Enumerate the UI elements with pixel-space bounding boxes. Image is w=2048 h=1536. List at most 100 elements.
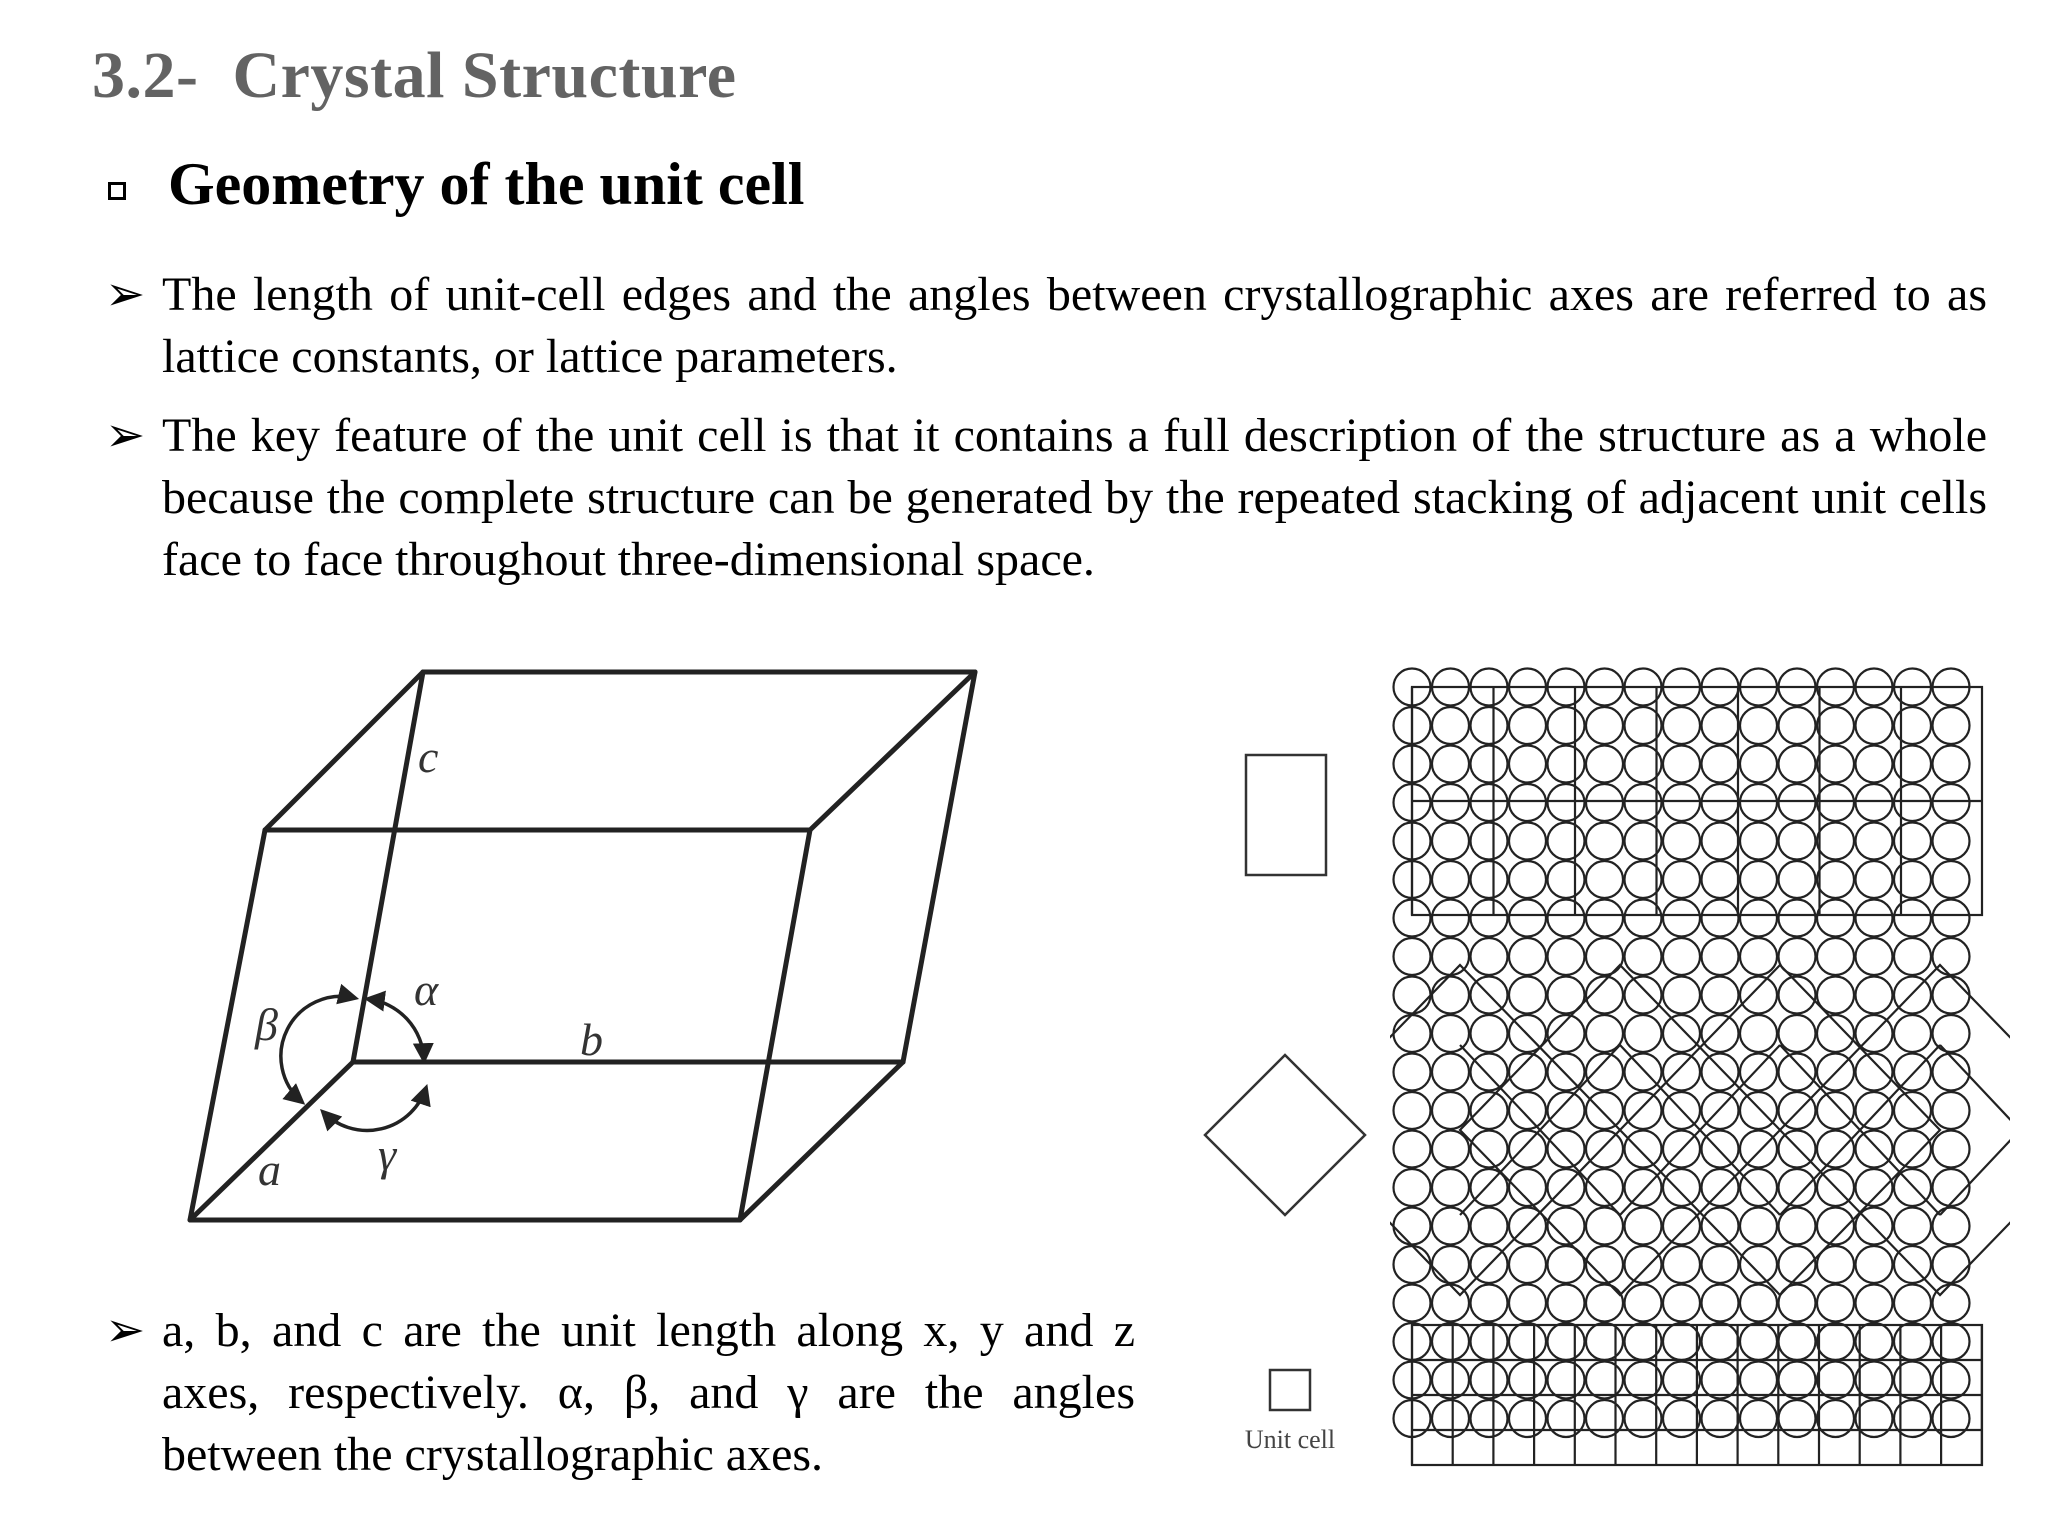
atom-circle	[1738, 936, 1779, 977]
atom-circle	[1931, 782, 1971, 823]
atom-circle	[1623, 821, 1663, 861]
slide-title: 3.2- Crystal Structure	[92, 39, 737, 112]
atom-circle	[1392, 1206, 1432, 1246]
atom-circle	[1392, 1244, 1432, 1285]
atom-circle	[1469, 705, 1509, 746]
atom-circle	[1546, 898, 1586, 938]
atom-circle	[1584, 744, 1625, 784]
atom-circle	[1623, 1283, 1663, 1323]
unit-cell-caption: Unit cell	[1245, 1425, 1335, 1454]
atom-circle	[1854, 1090, 1894, 1131]
atom-circle	[1469, 1052, 1509, 1092]
atom-circle	[1815, 1129, 1856, 1169]
atom-circle	[1507, 1013, 1548, 1054]
atom-circle	[1931, 898, 1971, 938]
atom-circle	[1430, 1052, 1471, 1092]
atom-circle	[1777, 782, 1817, 823]
atom-circle	[1661, 1244, 1702, 1285]
atom-circle	[1584, 936, 1625, 977]
atom-circle	[1738, 821, 1779, 861]
atom-circle	[1469, 1167, 1509, 1208]
atom-circle	[1815, 1321, 1856, 1362]
atom-circle	[1815, 1398, 1856, 1439]
atom-circle	[1507, 1321, 1548, 1362]
atom-circle	[1738, 1244, 1779, 1285]
atom-circle	[1507, 1398, 1548, 1439]
atom-circle	[1854, 1052, 1894, 1092]
atom-circle	[1854, 1360, 1894, 1400]
diamond-unit-cell	[1203, 1053, 1367, 1217]
atom-circle	[1815, 936, 1856, 977]
atom-circle	[1815, 705, 1856, 746]
atom-circle	[1623, 1167, 1663, 1208]
atom-circle	[1623, 1360, 1663, 1400]
atom-circle	[1469, 1090, 1509, 1131]
atom-circle	[1661, 705, 1702, 746]
atom-circle	[1584, 898, 1625, 938]
atom-circle	[1469, 1321, 1509, 1362]
atom-circle	[1584, 1129, 1625, 1169]
diamond-cell-line	[1779, 1044, 1941, 1216]
atom-circle	[1507, 975, 1548, 1015]
atom-circle	[1931, 1321, 1971, 1362]
atom-circle	[1700, 1360, 1740, 1400]
atom-circle	[1931, 1167, 1971, 1208]
atom-circle	[1777, 821, 1817, 861]
atom-circle	[1507, 1283, 1548, 1323]
atom-circle	[1815, 859, 1856, 900]
atom-circle	[1584, 705, 1625, 746]
atom-circle	[1815, 1052, 1856, 1092]
atom-circle	[1700, 1321, 1740, 1362]
atom-circle	[1700, 1090, 1740, 1131]
atom-circle	[1700, 744, 1740, 784]
atom-circle	[1430, 1321, 1471, 1362]
atom-circle	[1777, 898, 1817, 938]
diamond-cell-line	[1619, 1044, 1781, 1216]
atom-circle	[1931, 1206, 1971, 1246]
atom-circle	[1777, 936, 1817, 977]
atom-circle	[1815, 1360, 1856, 1400]
atom-circle	[1892, 898, 1933, 938]
atom-circle	[1700, 782, 1740, 823]
atom-circle	[1892, 1090, 1933, 1131]
atom-circle	[1815, 1013, 1856, 1054]
atom-circle	[1507, 705, 1548, 746]
checkbox-bullet-icon	[108, 181, 126, 200]
atom-circle	[1392, 975, 1432, 1015]
atom-circle	[1892, 975, 1933, 1015]
atom-circle	[1700, 1167, 1740, 1208]
atom-circle	[1507, 744, 1548, 784]
atom-circle	[1469, 821, 1509, 861]
atom-circle	[1738, 1129, 1779, 1169]
diamond-cell-outline	[1390, 963, 1622, 1297]
bullet-text: The length of unit-cell edges and the an…	[162, 268, 1987, 383]
atom-circle	[1623, 1013, 1663, 1054]
atom-circle	[1661, 744, 1702, 784]
atom-circle	[1854, 1013, 1894, 1054]
atom-circle	[1777, 705, 1817, 746]
atom-circle	[1546, 744, 1586, 784]
atom-circle	[1469, 1129, 1509, 1169]
atom-circle	[1430, 821, 1471, 861]
bullet-key-feature: ➢ The key feature of the unit cell is th…	[105, 405, 1987, 591]
atom-circle	[1430, 744, 1471, 784]
atom-circle	[1661, 1013, 1702, 1054]
atom-circle	[1623, 1206, 1663, 1246]
bullet-axes-definition: ➢ a, b, and c are the unit length along …	[105, 1300, 1135, 1486]
atom-circle	[1584, 975, 1625, 1015]
atom-circle	[1931, 744, 1971, 784]
atom-circle	[1546, 1090, 1586, 1131]
atom-circle	[1892, 821, 1933, 861]
atom-circle	[1777, 1052, 1817, 1092]
atom-circle	[1546, 1167, 1586, 1208]
atom-circle	[1931, 975, 1971, 1015]
atom-circle	[1777, 1244, 1817, 1285]
label-c: c	[418, 731, 438, 782]
atom-circle	[1738, 705, 1779, 746]
atom-circle	[1469, 744, 1509, 784]
atom-circle	[1700, 859, 1740, 900]
front-face	[187, 827, 813, 1223]
atom-circle	[1854, 898, 1894, 938]
circle-lattice-diagram	[1390, 667, 2010, 1467]
diamond-cell-line	[1939, 1139, 2010, 1216]
